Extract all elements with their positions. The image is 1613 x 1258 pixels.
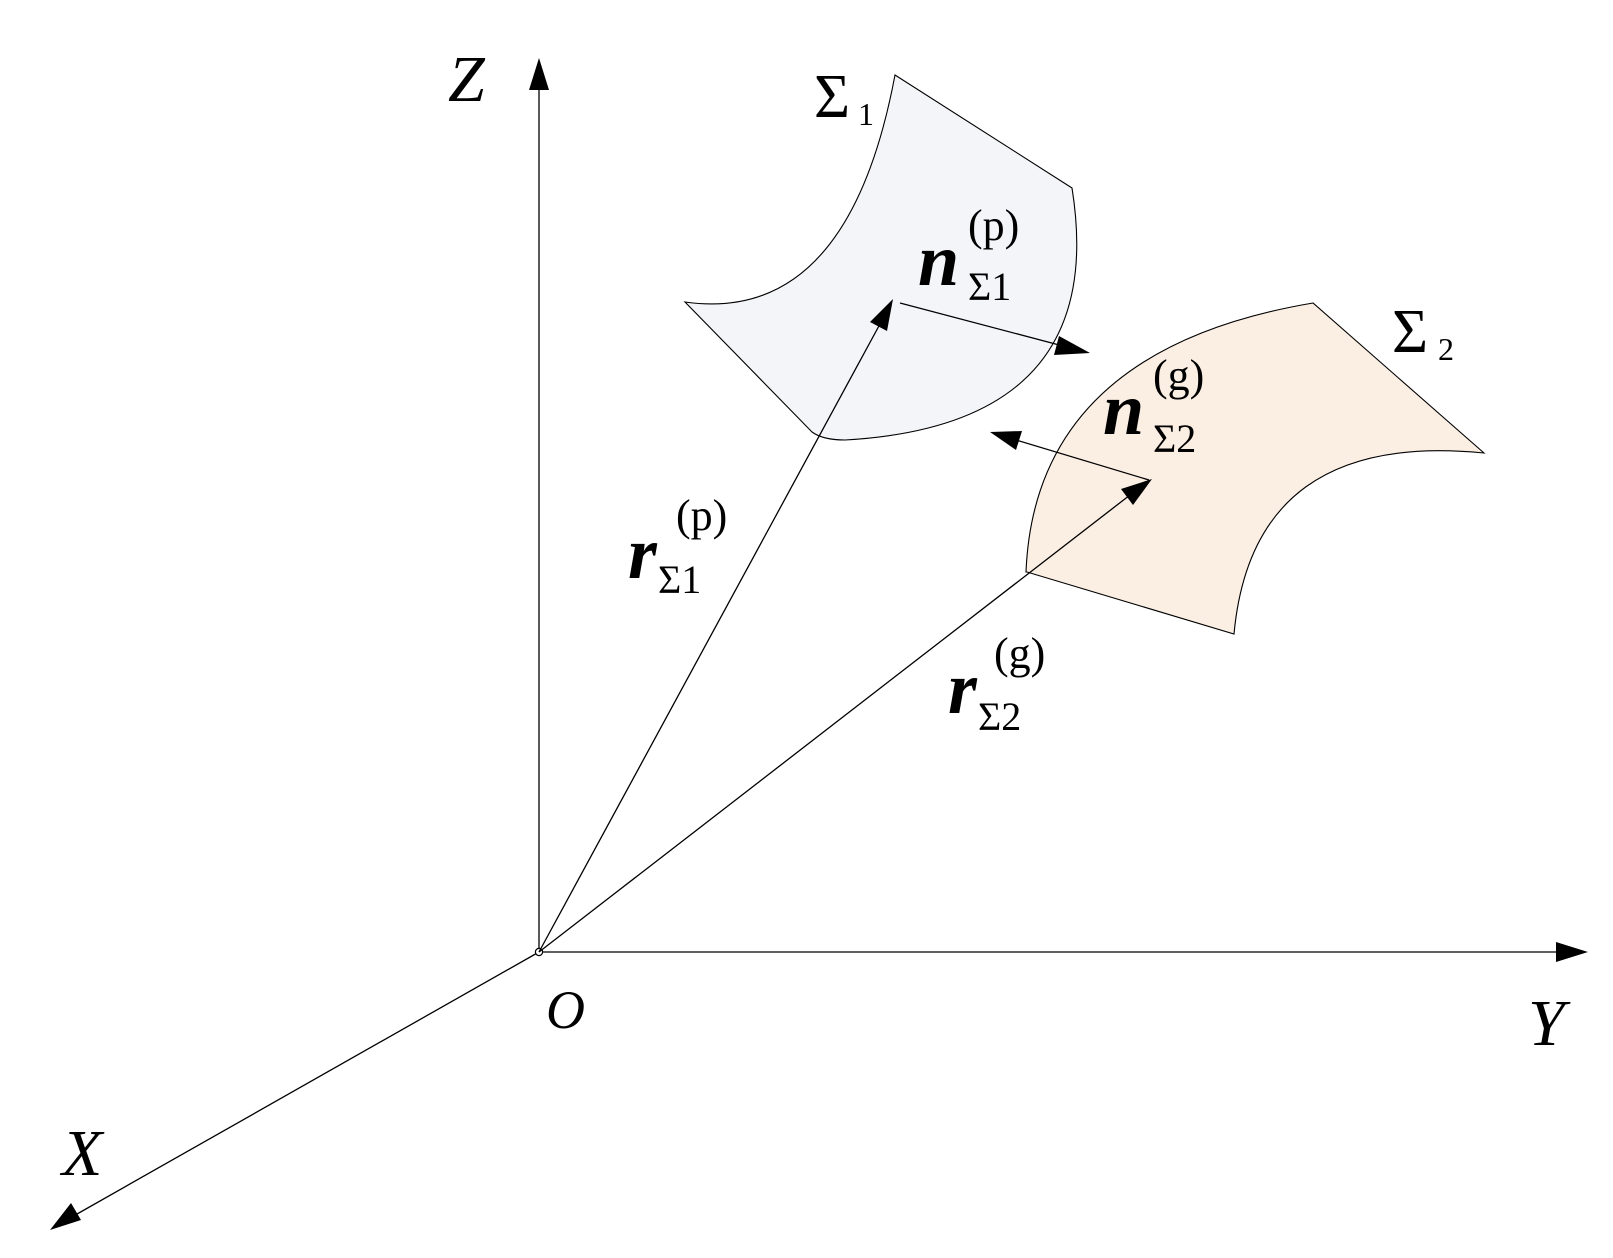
n1-superscript: (p) bbox=[968, 201, 1019, 250]
y-axis-arrowhead bbox=[1556, 942, 1588, 962]
n2-normal-arrowhead bbox=[990, 431, 1022, 450]
r2-subscript: Σ2 bbox=[978, 694, 1021, 739]
n1-subscript: Σ1 bbox=[968, 264, 1011, 309]
x-axis bbox=[69, 951, 540, 1219]
n1-normal-line bbox=[899, 302, 1064, 347]
r2-symbol: r bbox=[948, 648, 978, 730]
sigma1-symbol: Σ bbox=[814, 63, 850, 131]
x-axis-arrowhead bbox=[50, 1203, 81, 1230]
sigma2-subscript: 2 bbox=[1438, 331, 1454, 367]
sigma1-subscript: 1 bbox=[858, 96, 874, 132]
r1-vector-arrowhead bbox=[870, 299, 893, 331]
sigma1-label: Σ 1 bbox=[814, 63, 874, 132]
z-axis-arrowhead bbox=[529, 58, 549, 90]
surface-sigma1 bbox=[683, 74, 1078, 441]
n2-superscript: (g) bbox=[1153, 351, 1204, 400]
surface-sigma2 bbox=[1025, 302, 1486, 635]
r2-label: r (g) Σ2 bbox=[948, 629, 1045, 739]
sigma2-symbol: Σ bbox=[1392, 298, 1428, 366]
r1-superscript: (p) bbox=[676, 491, 727, 540]
origin-label: O bbox=[546, 980, 585, 1040]
r1-symbol: r bbox=[628, 513, 658, 595]
x-axis-label: X bbox=[59, 1117, 105, 1190]
r1-subscript: Σ1 bbox=[658, 557, 701, 602]
r1-vector-line bbox=[538, 323, 881, 953]
n2-normal-line bbox=[1015, 439, 1150, 481]
n2-label: n (g) Σ2 bbox=[1103, 351, 1204, 461]
r2-vector-line bbox=[538, 494, 1131, 953]
r2-vector-arrowhead bbox=[1121, 479, 1152, 505]
n1-symbol: n bbox=[918, 220, 959, 302]
n1-label: n (p) Σ1 bbox=[918, 201, 1019, 309]
r2-superscript: (g) bbox=[994, 629, 1045, 678]
r1-label: r (p) Σ1 bbox=[628, 491, 727, 602]
sigma2-label: Σ 2 bbox=[1392, 298, 1454, 367]
n2-subscript: Σ2 bbox=[1153, 416, 1196, 461]
y-axis-label: Y bbox=[1528, 987, 1571, 1060]
n2-symbol: n bbox=[1103, 369, 1144, 451]
z-axis-label: Z bbox=[448, 43, 486, 116]
n1-normal-arrowhead bbox=[1054, 336, 1090, 355]
